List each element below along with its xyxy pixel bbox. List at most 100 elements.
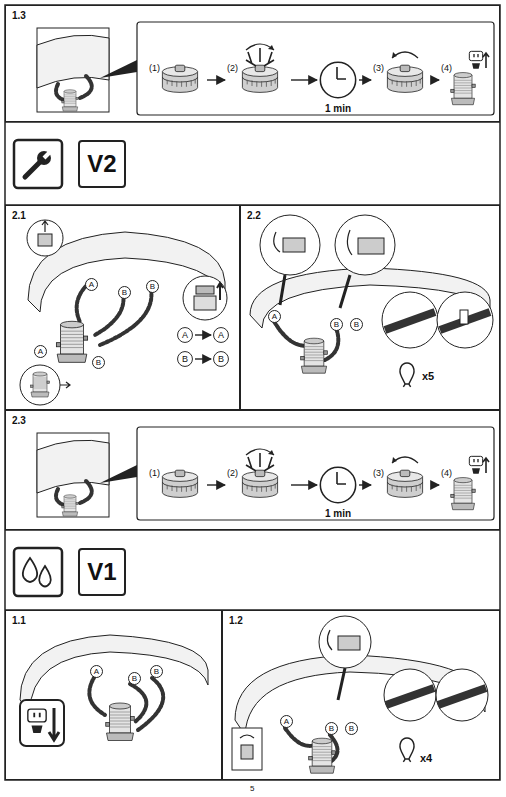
pool-2-2 (460, 310, 468, 324)
hose-letter: B (146, 280, 159, 293)
pool-2-2 (382, 292, 438, 348)
page-frame (5, 5, 500, 780)
pool-1-2 (400, 738, 414, 762)
wrench-icon (37, 151, 51, 165)
connector-letter: B (177, 351, 193, 367)
step-panel: 2.2 (240, 205, 500, 410)
clock-circle-outline (320, 62, 355, 97)
time-label: 1 min (299, 508, 377, 519)
step-arrow (195, 358, 211, 359)
step-arrow (207, 79, 225, 80)
quantity-label: x4 (420, 752, 432, 764)
drops-icon (14, 548, 62, 596)
wrench-icon (14, 140, 62, 188)
clock-circle-outline (319, 61, 357, 99)
substep-number: (2) (227, 63, 238, 73)
step-arrow (291, 484, 317, 485)
wrench-icon (44, 150, 52, 158)
pool-1-2 (232, 616, 488, 773)
pool-2-2 (283, 238, 305, 252)
pool-2-1 (60, 382, 70, 388)
hose-letter: B (118, 286, 131, 299)
connector-letter: A (182, 331, 188, 340)
clock-circle-outline (320, 467, 355, 502)
pool-1-2 (436, 669, 488, 721)
pool-1-2 (309, 738, 336, 773)
pool-2-1 (42, 221, 48, 232)
clock-circle: 1 min (319, 466, 357, 504)
step-number: 2.1 (12, 210, 26, 221)
step-arrow (431, 79, 439, 80)
pool-1-2 (241, 745, 253, 759)
pool-1-1 (20, 635, 208, 746)
page-frame (5, 122, 500, 780)
step-box: (3) (373, 454, 429, 516)
step-box: (3) (373, 49, 429, 111)
step-panel: 1.3(1)(2)1 min(3)(4) (5, 5, 500, 122)
hose-letter: A (90, 665, 103, 678)
pool-1-1 (106, 703, 135, 741)
pool-2-1 (31, 372, 50, 397)
pool-2-2 (250, 215, 493, 387)
pool-1-2 (240, 735, 254, 738)
page-number: 5 (250, 784, 254, 793)
clock-circle-outline (319, 466, 357, 504)
substep-number: (1) (149, 468, 160, 478)
connector-letter: B (213, 351, 229, 367)
pool-2-2 (280, 275, 350, 308)
version-label: V2 (87, 150, 116, 178)
hose-letter: A (34, 345, 47, 358)
step-arrow (431, 484, 439, 485)
drops-icon (14, 548, 62, 596)
step-panel: 1.1 (5, 610, 222, 780)
connector-letter: A (177, 327, 193, 343)
substep-number: (4) (441, 468, 452, 478)
connector-letter-outline (178, 328, 193, 343)
step-panel: 1.2 (222, 610, 500, 780)
hose-letter: B (325, 722, 338, 735)
connector-letter: B (182, 355, 188, 364)
pool-1-2 (438, 688, 486, 705)
step-arrow (195, 334, 211, 335)
filter-steps (37, 22, 494, 115)
pool-1-1 (20, 700, 64, 746)
connector-letter-outline (178, 352, 193, 367)
clock-circle: 1 min (319, 61, 357, 99)
step-panel: 2.3(1)(2)1 min(3)(4) (5, 410, 500, 530)
version-label: V1 (87, 558, 116, 586)
pool-1-2 (386, 688, 434, 705)
hose-letter: B (350, 318, 363, 331)
hose-letter: A (268, 310, 281, 323)
pool-1-2 (384, 669, 436, 721)
step-box: (1) (149, 454, 205, 516)
pool-2-1 (196, 286, 214, 294)
step-number: 1.1 (12, 615, 26, 626)
pool-1-2 (338, 668, 345, 700)
step-box: (2) (227, 49, 289, 111)
connector-letter-outline (214, 352, 229, 367)
pool-2-2 (301, 338, 328, 373)
time-label: 1 min (299, 103, 377, 114)
step-panel: 2.1A A B B (5, 205, 240, 410)
pool-2-2 (358, 238, 384, 254)
pool-1-1 (49, 708, 59, 740)
pool-1-1 (28, 709, 46, 733)
substep-number: (2) (227, 468, 238, 478)
pool-2-2 (347, 230, 352, 255)
page-frame (5, 5, 500, 780)
pool-2-2 (400, 363, 414, 387)
pool-2-2 (437, 292, 493, 348)
wrench-icon (25, 161, 41, 177)
version-box: V1 (78, 548, 126, 596)
hose-letter: B (330, 318, 343, 331)
pool-1-2 (327, 630, 332, 650)
hose-letter: A (85, 278, 98, 291)
pool-2-1 (56, 321, 87, 362)
step-number: 1.2 (229, 615, 243, 626)
substep-number: (4) (441, 63, 452, 73)
pool-1-2 (319, 616, 371, 668)
step-number: 2.3 (12, 415, 26, 426)
